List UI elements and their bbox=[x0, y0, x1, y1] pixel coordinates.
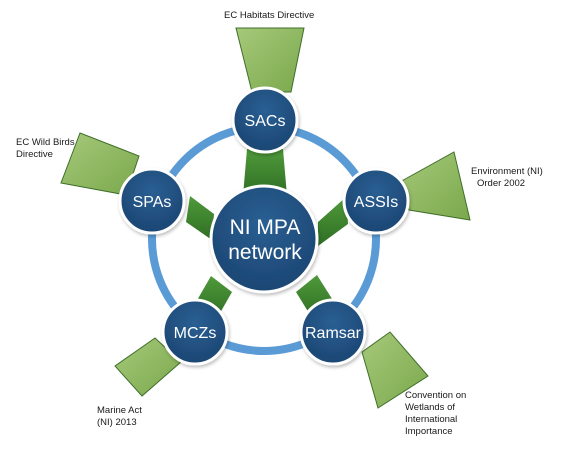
connector-sacs bbox=[243, 149, 287, 196]
connector-spas bbox=[186, 196, 214, 240]
hub-label-line1: NI MPA bbox=[230, 216, 301, 239]
node-spas: SPAs bbox=[118, 167, 186, 235]
hub-circle bbox=[209, 184, 319, 294]
node-label-spas: SPAs bbox=[133, 194, 172, 211]
hub: NI MPA network bbox=[209, 184, 319, 294]
node-assis: ASSIs bbox=[342, 167, 410, 235]
annotation-habitats: EC Habitats Directive bbox=[224, 10, 314, 21]
outer-shape-convention bbox=[361, 331, 429, 409]
outer-shape-habitats bbox=[235, 27, 305, 93]
annotation-marine: Marine Act (NI) 2013 bbox=[97, 405, 145, 428]
node-label-assis: ASSIs bbox=[354, 194, 398, 211]
annotation-environment: Environment (NI) Order 2002 bbox=[471, 166, 545, 189]
node-label-mczs: MCZs bbox=[174, 325, 217, 342]
annotation-convention: Convention on Wetlands of International … bbox=[405, 390, 469, 437]
hub-label-line2: network bbox=[228, 241, 302, 264]
connector-assis bbox=[318, 197, 348, 246]
outer-shape-environment bbox=[397, 151, 471, 221]
node-label-sacs: SACs bbox=[245, 113, 286, 130]
node-label-ramsar: Ramsar bbox=[305, 325, 362, 342]
node-ramsar: Ramsar bbox=[299, 298, 367, 366]
node-sacs: SACs bbox=[231, 86, 299, 154]
annotation-birds: EC Wild Birds Directive bbox=[16, 137, 77, 160]
node-mczs: MCZs bbox=[161, 298, 229, 366]
